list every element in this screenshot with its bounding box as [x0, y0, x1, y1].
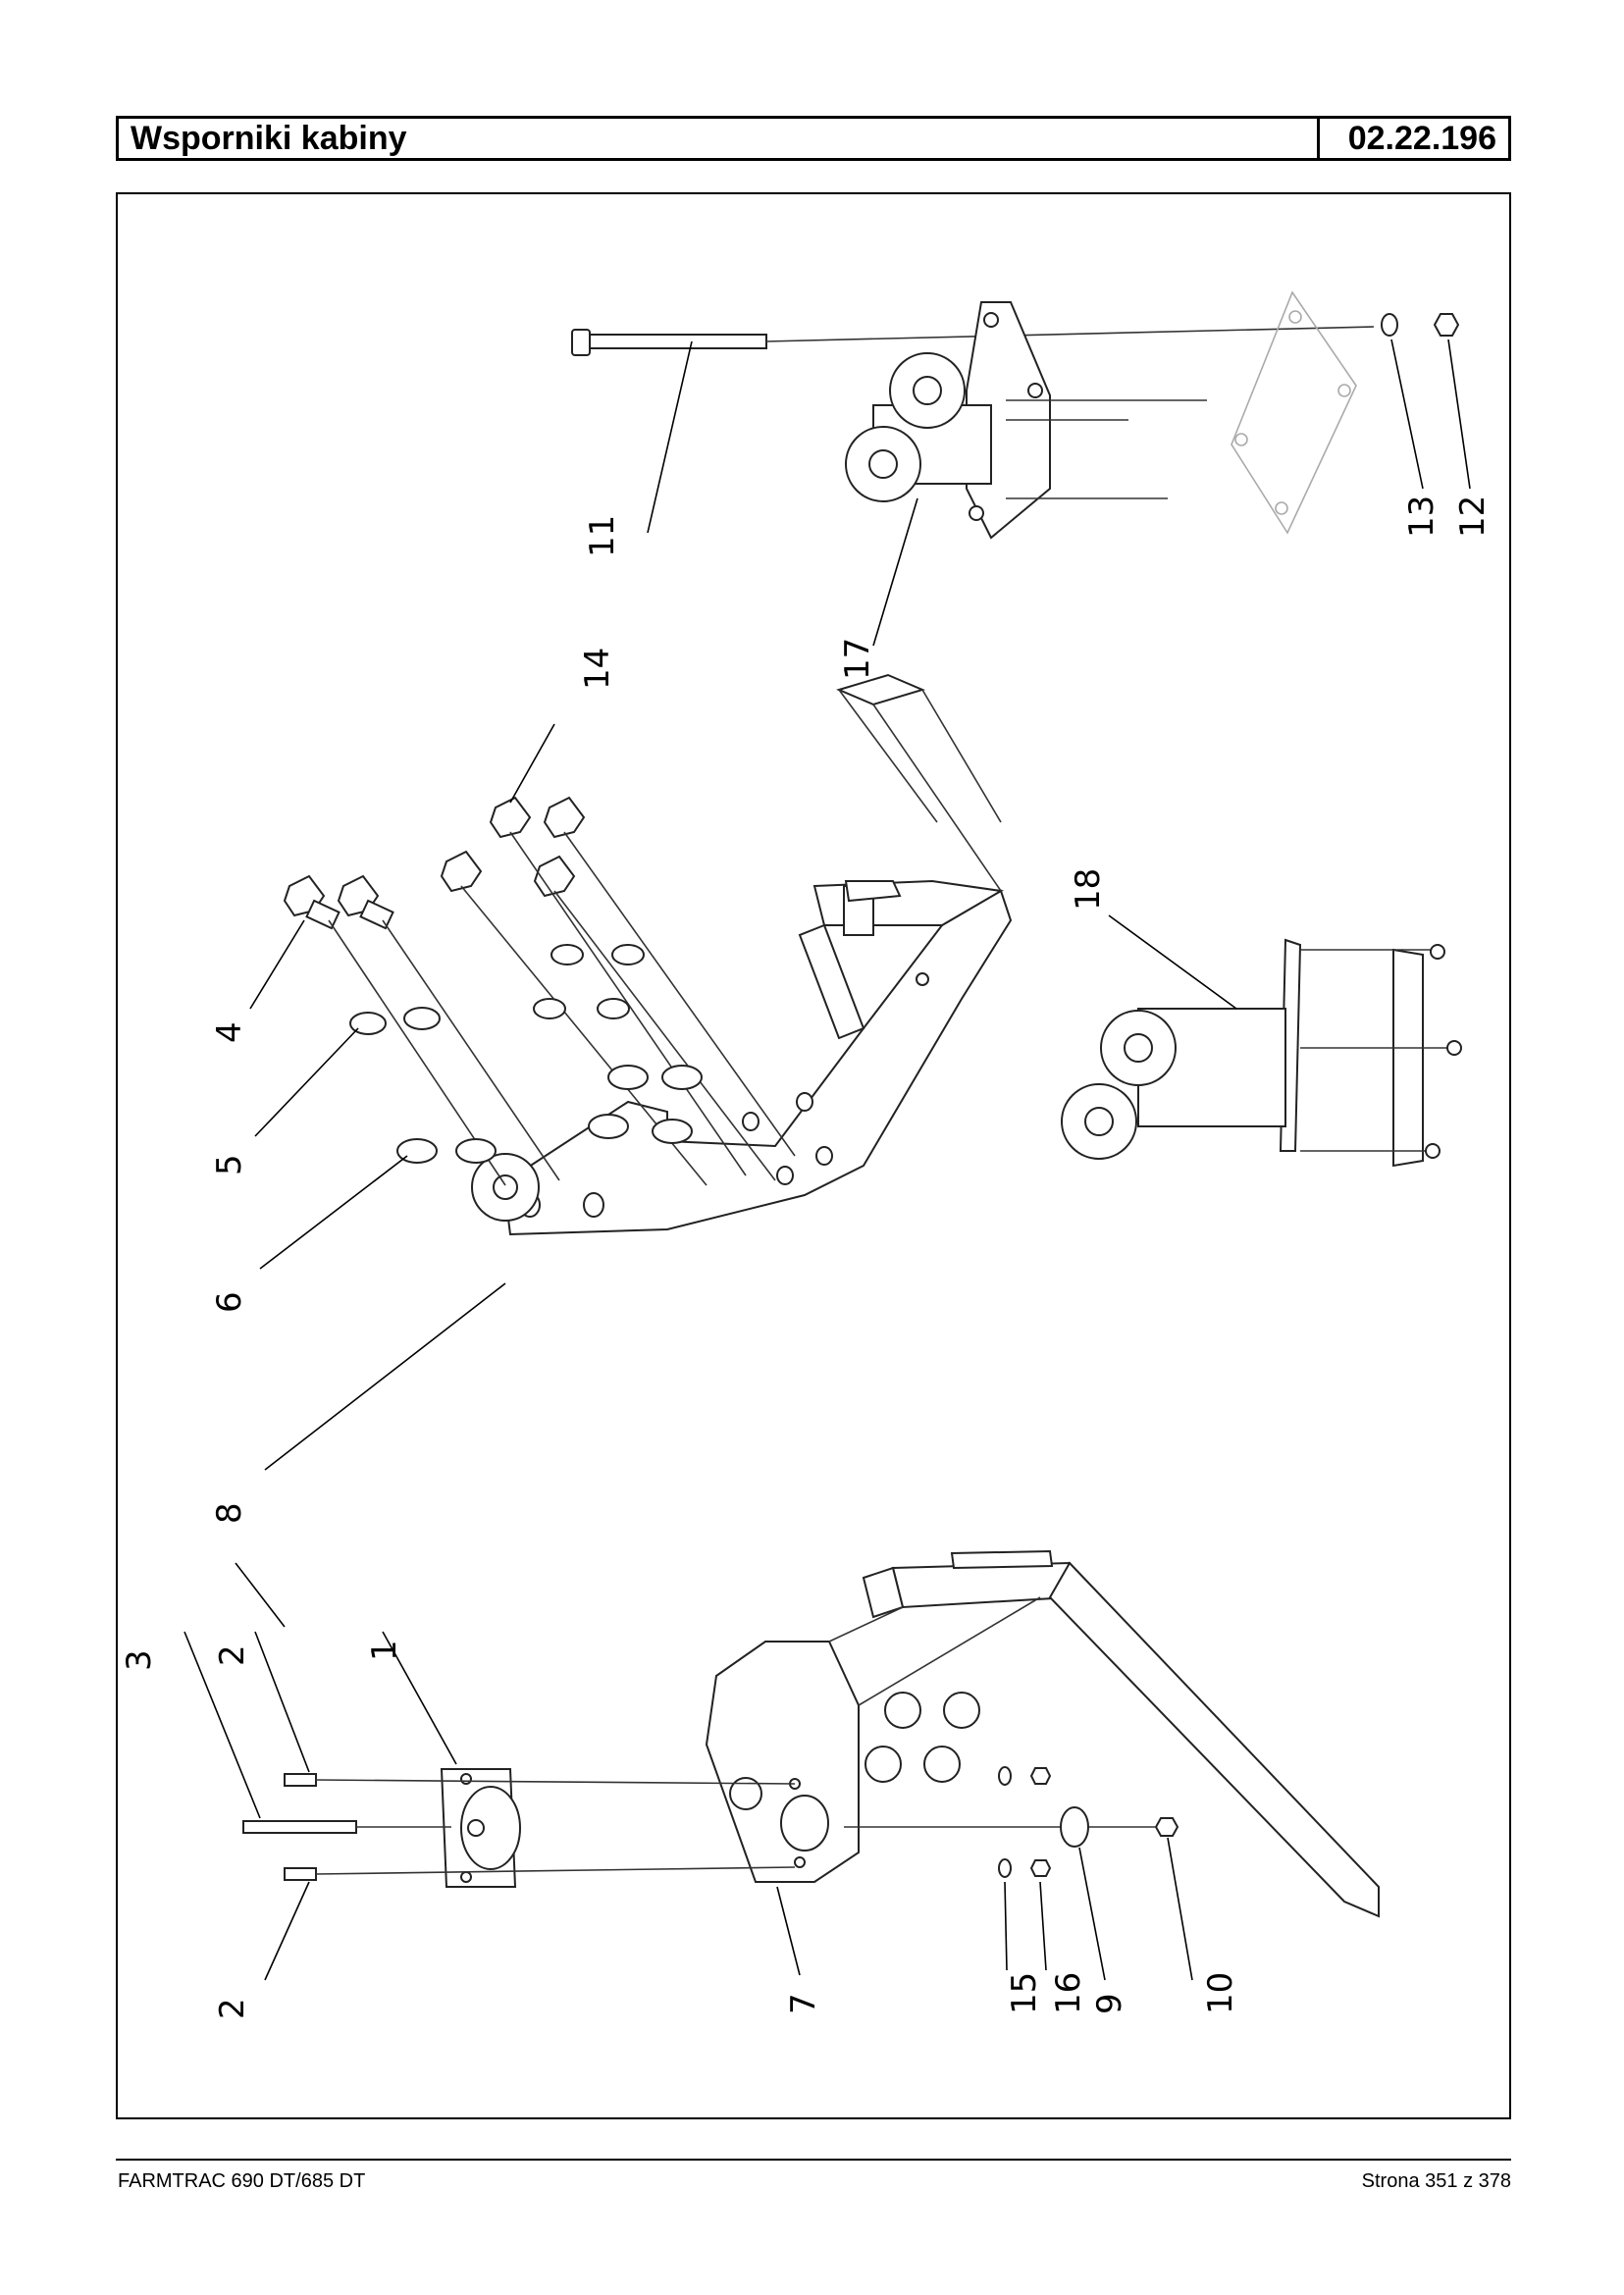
assembly-top [571, 290, 1460, 540]
callout-1: 1 [365, 1640, 404, 1661]
washer-15b [998, 1858, 1012, 1878]
exploded-parts-diagram: 11 13 12 17 14 18 4 5 6 8 3 2 1 2 7 15 1… [120, 290, 1493, 2019]
bolt-3 [242, 1820, 357, 1834]
assembly-bottom [242, 1549, 1380, 1918]
nut-16a [1029, 1767, 1052, 1785]
ghost-plate [1231, 290, 1357, 535]
tube-top [891, 1561, 1071, 1609]
nut-16b [1029, 1859, 1052, 1877]
callout-6: 6 [210, 1291, 249, 1313]
header-bar: Wsporniki kabiny 02.22.196 [116, 116, 1511, 161]
diagram-frame: 11 13 12 17 14 18 4 5 6 8 3 2 1 2 7 15 1… [116, 192, 1511, 2119]
callout-15: 15 [1005, 1972, 1044, 2014]
callout-16: 16 [1049, 1972, 1088, 2014]
leader-lines [183, 339, 1471, 1981]
frame-bracket-8 [498, 889, 1013, 1236]
callout-8: 8 [210, 1502, 249, 1524]
footer-rule [116, 2159, 1511, 2161]
section-code: 02.22.196 [1317, 119, 1508, 158]
callout-2-top: 2 [213, 1644, 252, 1666]
callout-14: 14 [578, 648, 617, 690]
nut-10 [1154, 1817, 1179, 1837]
page-title: Wsporniki kabiny [131, 120, 407, 157]
washer-15a [998, 1766, 1012, 1786]
bracket-7 [705, 1641, 860, 1883]
bolts-4 [283, 874, 560, 1186]
callout-17: 17 [838, 638, 877, 680]
nut-12 [1433, 313, 1460, 337]
washer-13 [1381, 313, 1398, 337]
callout-3: 3 [120, 1649, 159, 1671]
callout-2-bottom: 2 [213, 1998, 252, 2019]
assembly-right [1061, 938, 1462, 1168]
tube-arm [1048, 1561, 1380, 1918]
callout-7: 7 [784, 1993, 823, 2014]
footer-model: FARMTRAC 690 DT/685 DT [118, 2170, 366, 2192]
callout-12: 12 [1453, 496, 1493, 538]
callout-18: 18 [1069, 868, 1108, 911]
assembly-middle [283, 673, 1013, 1236]
callout-9: 9 [1090, 1993, 1129, 2014]
footer-page-number: Strona 351 z 378 [1361, 2170, 1511, 2192]
callouts: 11 13 12 17 14 18 4 5 6 8 3 2 1 2 7 15 1… [120, 496, 1493, 2019]
washer-9 [1060, 1806, 1089, 1848]
callout-11: 11 [583, 515, 622, 557]
callout-5: 5 [210, 1154, 249, 1175]
bolts-14 [440, 796, 796, 1186]
callout-4: 4 [210, 1021, 249, 1043]
bolt-shank-11 [589, 334, 767, 349]
bolt-2b [284, 1867, 317, 1881]
callout-13: 13 [1402, 496, 1441, 538]
bolt-head-11 [571, 329, 591, 356]
bolt-2a [284, 1773, 317, 1787]
mount-plate-18 [1392, 948, 1424, 1168]
washer-5 [349, 1012, 387, 1035]
callout-10: 10 [1201, 1972, 1240, 2014]
